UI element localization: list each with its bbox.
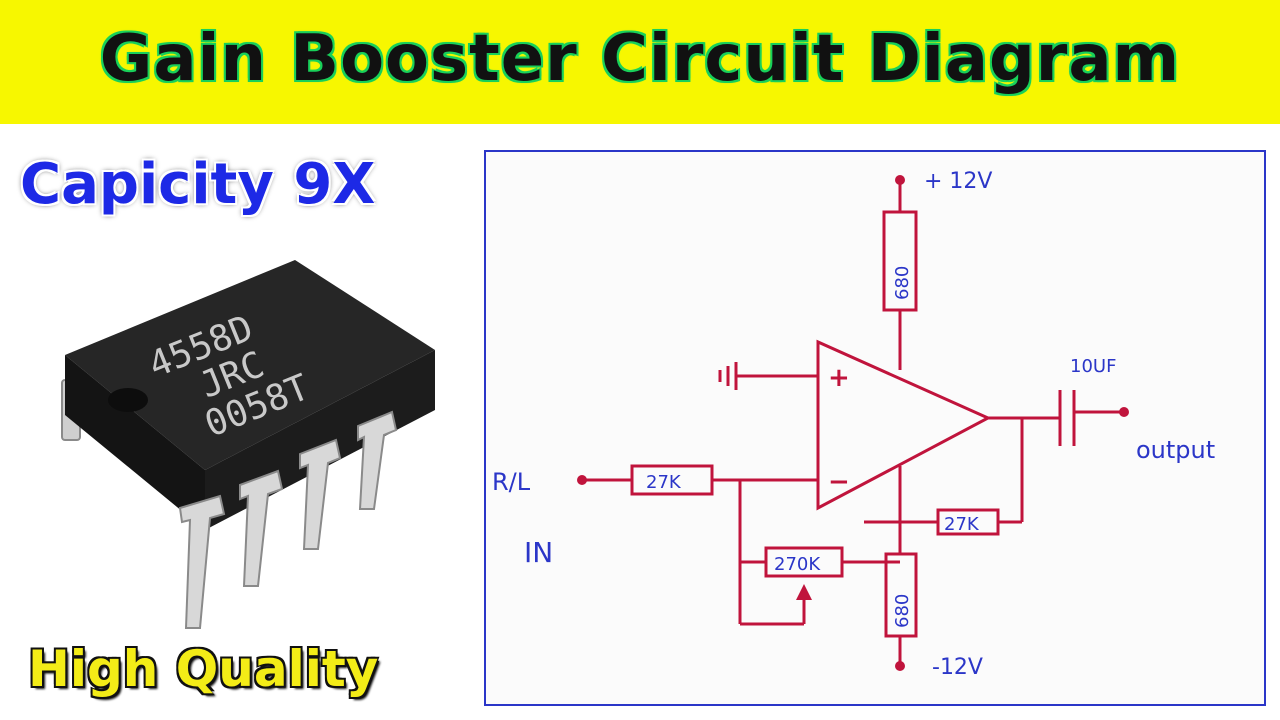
label-input: IN xyxy=(524,536,553,569)
chip-front-pins xyxy=(178,410,398,629)
opamp-plus-sign: + xyxy=(828,363,850,393)
terminal-output xyxy=(1119,407,1129,417)
wires xyxy=(582,180,1124,664)
label-resistor-top: 680 xyxy=(892,266,913,300)
opamp-pins: + − xyxy=(828,363,850,497)
opamp-triangle xyxy=(816,339,992,511)
quality-label: High Quality xyxy=(28,640,379,698)
label-resistor-bottom: 680 xyxy=(892,594,913,628)
ic-chip-image: 4558D JRC 0058T xyxy=(61,260,435,629)
label-potentiometer: 270K xyxy=(774,554,821,575)
label-vplus: + 12V xyxy=(924,169,992,194)
page-title: Gain Booster Circuit Diagram xyxy=(99,22,1181,96)
opamp-minus-sign: − xyxy=(828,467,850,497)
terminal-input xyxy=(577,475,587,485)
label-resistor-input: 27K xyxy=(646,472,682,493)
terminal-vplus xyxy=(895,175,905,185)
label-resistor-feedback: 27K xyxy=(944,514,980,535)
label-vminus: -12V xyxy=(932,655,983,680)
label-input-channel: R/L xyxy=(492,468,531,496)
schematic-labels: + 12V -12V 27K 27K 270K 10UF R/L IN outp… xyxy=(492,169,1215,680)
terminals xyxy=(577,175,1129,671)
schematic-sheet xyxy=(484,150,1266,706)
circuit-schematic: + 12V -12V 27K 27K 270K 10UF R/L IN outp… xyxy=(492,169,1215,680)
title-banner xyxy=(0,0,1280,124)
label-capacitor: 10UF xyxy=(1070,356,1116,377)
pot-wiper-arrow xyxy=(796,584,812,600)
label-output: output xyxy=(1136,436,1215,464)
terminal-vminus xyxy=(895,661,905,671)
capacity-subtitle: Capicity 9X xyxy=(20,152,376,217)
